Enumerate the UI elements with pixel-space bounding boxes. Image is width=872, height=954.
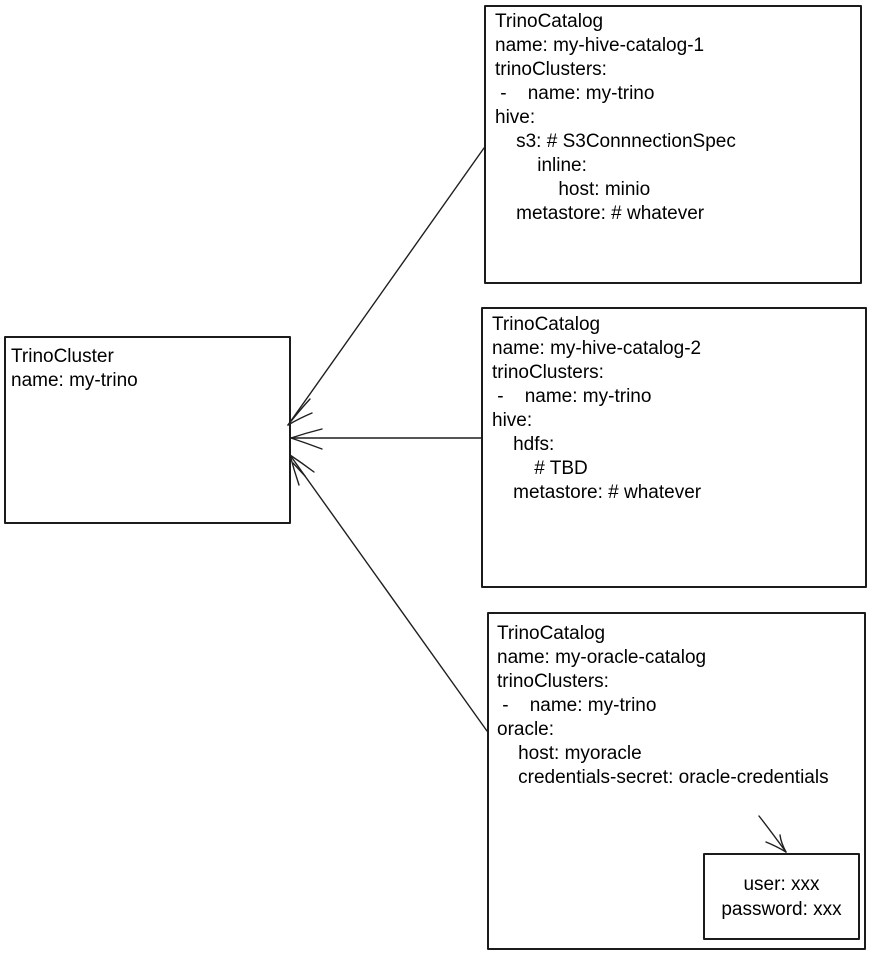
trino-cluster-text: TrinoCluster name: my-trino (11, 346, 138, 391)
node-trino-catalog-hive-1[interactable]: TrinoCatalog name: my-hive-catalog-1 tri… (484, 5, 862, 284)
trino-catalog-hive-2-text: TrinoCatalog name: my-hive-catalog-2 tri… (492, 314, 702, 503)
oracle-credentials-secret-text: user: xxx password: xxx (721, 873, 842, 920)
trino-catalog-oracle-text: TrinoCatalog name: my-oracle-catalog tri… (497, 623, 829, 788)
node-trino-catalog-hive-2[interactable]: TrinoCatalog name: my-hive-catalog-2 tri… (481, 307, 867, 588)
node-trino-cluster[interactable]: TrinoCluster name: my-trino (4, 336, 291, 524)
trino-catalog-hive-1-text: TrinoCatalog name: my-hive-catalog-1 tri… (495, 11, 736, 224)
node-trino-catalog-oracle[interactable]: TrinoCatalog name: my-oracle-catalog tri… (487, 612, 866, 950)
edge-catalog1-to-cluster (287, 147, 485, 426)
node-oracle-credentials-secret[interactable]: user: xxx password: xxx (703, 853, 860, 940)
edge-catalog2-to-cluster (290, 428, 482, 450)
edge-catalog3-to-cluster (289, 454, 488, 732)
